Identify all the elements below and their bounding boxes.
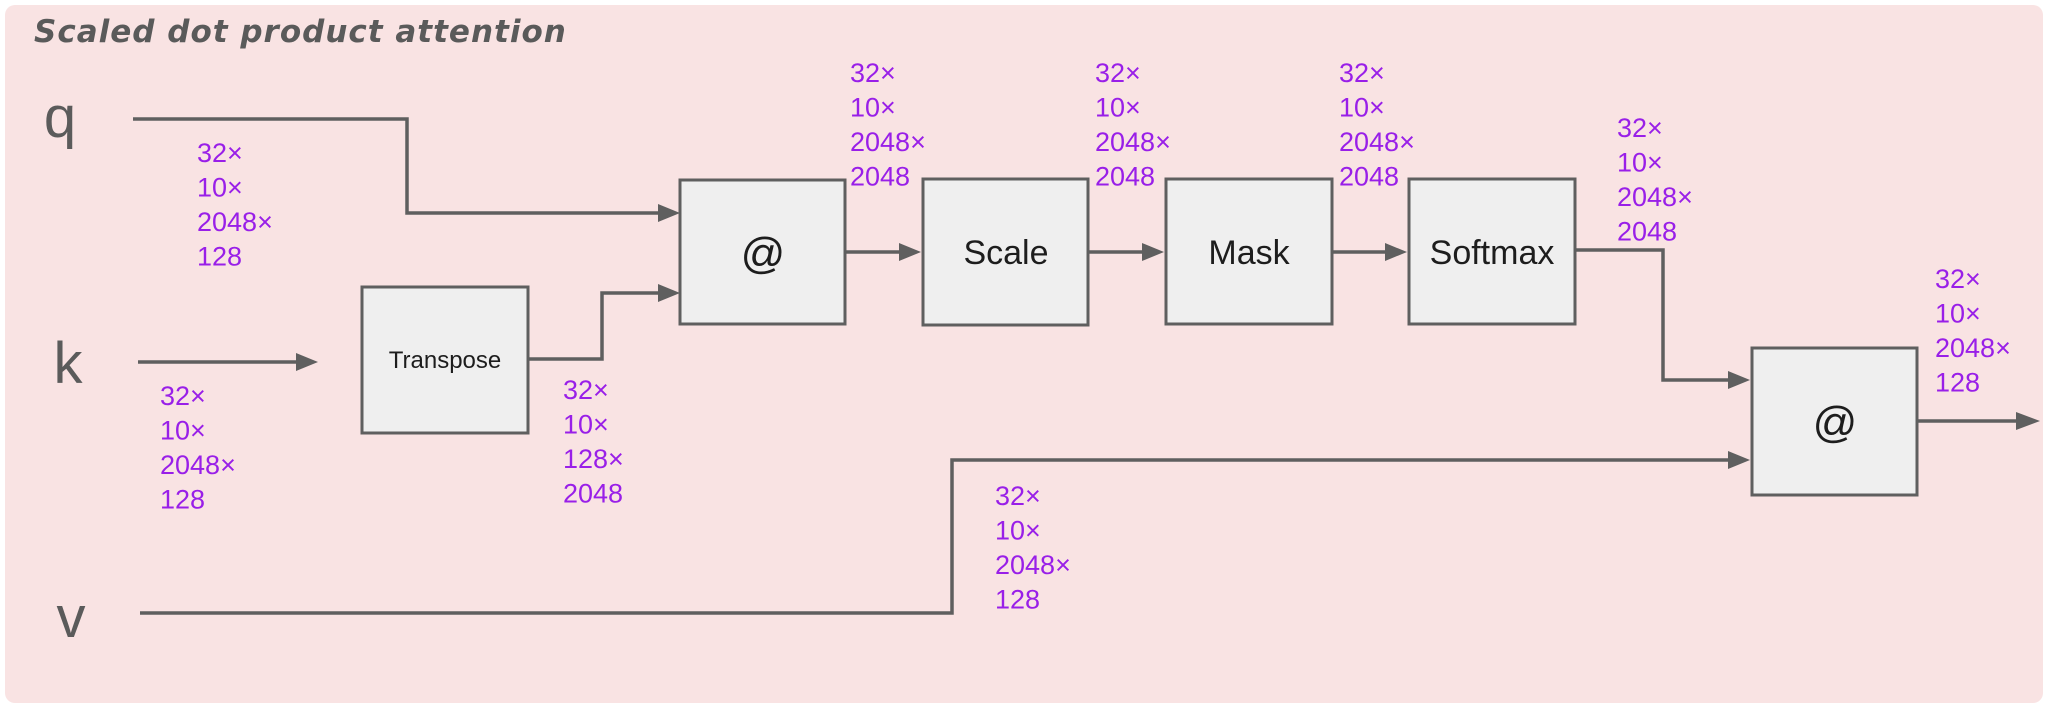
shape-annotation-softmax-out: 32× 10× 2048× 2048 xyxy=(1617,113,1693,247)
shape-annotation-line: 2048× xyxy=(1095,127,1171,157)
node-matmul-1: @ xyxy=(678,178,847,326)
node-scale: Scale xyxy=(921,177,1090,327)
shape-annotation-line: 32× xyxy=(1095,58,1141,88)
shape-annotation-line: 2048× xyxy=(995,550,1071,580)
node-label-softmax: Softmax xyxy=(1430,234,1555,272)
shape-annotation-k-transposed: 32× 10× 128× 2048 xyxy=(563,375,624,509)
wire-q-to-matmul1 xyxy=(133,117,658,215)
shape-annotation-line: 32× xyxy=(563,375,609,405)
node-softmax: Softmax xyxy=(1407,177,1577,326)
input-label-q: q xyxy=(44,85,76,150)
shape-annotation-line: 128 xyxy=(197,242,242,272)
shape-annotation-line: 10× xyxy=(1617,148,1663,178)
shape-annotation-line: 32× xyxy=(1935,264,1981,294)
arrowhead-icon-q xyxy=(658,204,680,222)
wire-v-to-matmul2 xyxy=(140,458,1728,615)
node-box-matmul-2 xyxy=(1750,346,1919,497)
shape-annotation-line: 2048 xyxy=(563,479,623,509)
shape-annotation-line: 2048× xyxy=(1935,333,2011,363)
arrowhead-icon-scale xyxy=(899,243,921,261)
arrowhead-icon-softmax xyxy=(1385,243,1407,261)
shape-annotation-line: 128× xyxy=(563,444,624,474)
node-matmul-2: @ xyxy=(1750,346,1919,497)
node-mask: Mask xyxy=(1164,177,1334,326)
shape-annotation-line: 10× xyxy=(1935,299,1981,329)
shape-annotation-line: 10× xyxy=(1095,93,1141,123)
shape-annotation-line: 128 xyxy=(995,585,1040,615)
shape-annotation-line: 2048 xyxy=(1617,217,1677,247)
shape-annotation-line: 2048× xyxy=(197,207,273,237)
shape-annotation-line: 128 xyxy=(160,485,205,515)
diagram-title: Scaled dot product attention xyxy=(34,14,567,50)
shape-annotation-matmul1-out: 32× 10× 2048× 2048 xyxy=(850,58,926,192)
shape-annotation-line: 10× xyxy=(995,516,1041,546)
shape-annotation-line: 10× xyxy=(1339,93,1385,123)
shape-annotation-line: 32× xyxy=(1617,113,1663,143)
shape-annotation-line: 10× xyxy=(563,410,609,440)
node-label-matmul-2: @ xyxy=(1813,398,1858,447)
node-label-transpose: Transpose xyxy=(389,347,502,374)
node-box-mask xyxy=(1164,177,1334,326)
shape-annotation-line: 10× xyxy=(197,173,243,203)
arrowhead-icon-mask xyxy=(1142,243,1164,261)
shape-annotation-line: 10× xyxy=(850,93,896,123)
node-label-matmul-1: @ xyxy=(741,229,786,278)
node-box-softmax xyxy=(1407,177,1577,326)
node-box-transpose xyxy=(360,285,530,435)
shape-annotation-line: 2048 xyxy=(850,162,910,192)
shape-annotation-scale-out: 32× 10× 2048× 2048 xyxy=(1095,58,1171,192)
shape-annotation-q: 32× 10× 2048× 128 xyxy=(197,138,273,272)
arrowhead-icon-softmax-out xyxy=(1728,371,1750,389)
wire-softmax-to-matmul2 xyxy=(1575,248,1728,382)
arrowhead-icon-output xyxy=(2016,412,2040,430)
shape-annotation-mask-out: 32× 10× 2048× 2048 xyxy=(1339,58,1415,192)
shape-annotation-line: 32× xyxy=(197,138,243,168)
shape-annotation-line: 32× xyxy=(850,58,896,88)
shape-annotation-line: 32× xyxy=(995,481,1041,511)
shape-annotation-k: 32× 10× 2048× 128 xyxy=(160,381,236,515)
shape-annotation-line: 2048× xyxy=(160,450,236,480)
input-label-v: v xyxy=(57,585,86,650)
node-transpose: Transpose xyxy=(360,285,530,435)
shape-annotation-line: 2048 xyxy=(1339,162,1399,192)
wire-transpose-to-matmul1 xyxy=(528,291,658,361)
shape-annotation-line: 128 xyxy=(1935,368,1980,398)
node-box-scale xyxy=(921,177,1090,327)
shape-annotation-output: 32× 10× 2048× 128 xyxy=(1935,264,2011,398)
input-label-k: k xyxy=(54,331,84,396)
shape-annotation-line: 2048× xyxy=(850,127,926,157)
node-box-matmul-1 xyxy=(678,178,847,326)
shape-annotation-line: 32× xyxy=(1339,58,1385,88)
arrowhead-icon-transpose xyxy=(658,284,680,302)
shape-annotation-line: 2048× xyxy=(1617,182,1693,212)
shape-annotation-line: 10× xyxy=(160,416,206,446)
shape-annotation-line: 2048× xyxy=(1339,127,1415,157)
arrowhead-icon-k xyxy=(296,353,318,371)
arrowhead-icon-v xyxy=(1728,451,1750,469)
node-label-mask: Mask xyxy=(1208,234,1290,272)
shape-annotation-v: 32× 10× 2048× 128 xyxy=(995,481,1071,615)
node-label-scale: Scale xyxy=(963,234,1048,272)
diagram-canvas xyxy=(5,5,2043,703)
shape-annotation-line: 2048 xyxy=(1095,162,1155,192)
shape-annotation-line: 32× xyxy=(160,381,206,411)
